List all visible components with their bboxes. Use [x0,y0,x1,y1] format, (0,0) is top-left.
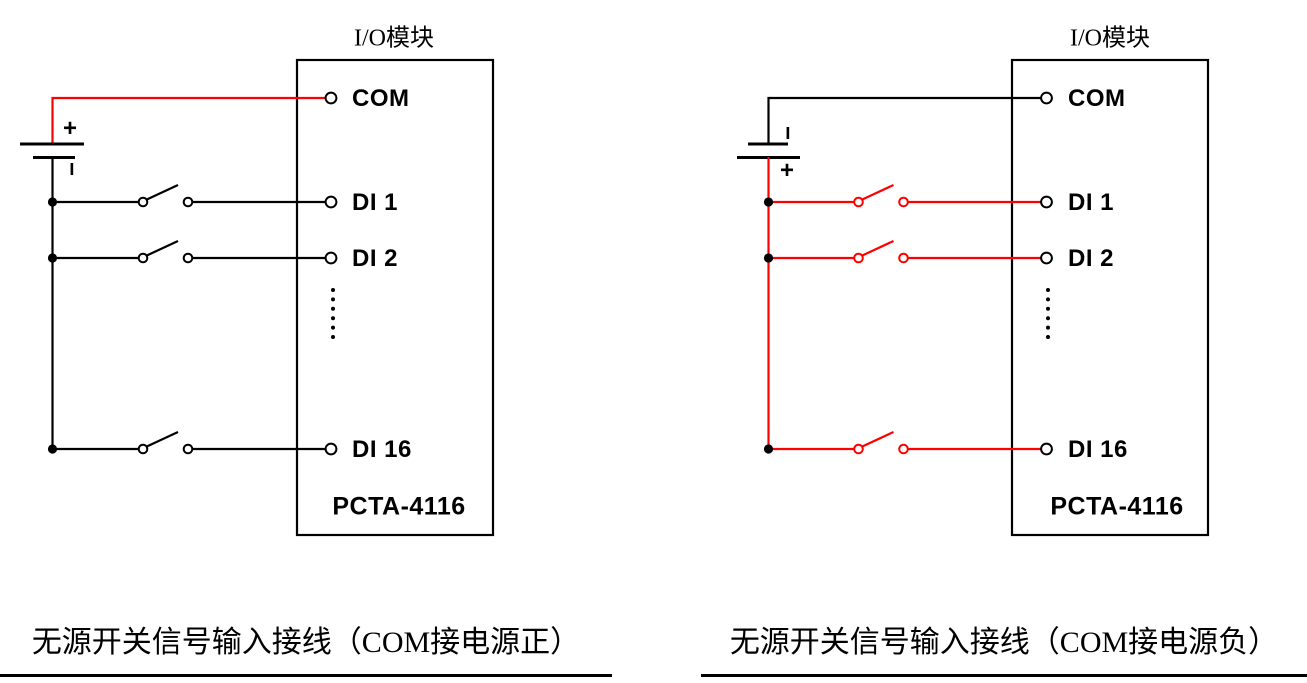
left-battery-minus-sign: − [58,161,85,177]
terminal-circle-di1 [1040,195,1053,209]
right-terminal-label-di2: DI 2 [1068,245,1115,272]
di1-switch-blade [146,184,179,201]
di1-switch-icon [137,196,149,208]
left-diagram [20,58,495,537]
right-caption: 无源开关信号输入接线（COM接电源负） [729,626,1279,659]
terminal-circle-di16 [1040,442,1053,456]
io-module-box [1010,58,1210,537]
di16-switch-blade [146,431,179,448]
di2-switch-blade [146,240,179,257]
io-module-box [295,58,495,537]
di16-switch-icon [137,443,149,455]
com-wire-red [51,96,326,143]
di1-switch-blade [861,184,894,201]
junction-dot [763,253,774,263]
left-terminal-label-di1: DI 1 [352,189,399,216]
switch-contacts-red [853,196,909,455]
left-terminal-label-di2: DI 2 [352,245,399,272]
ellipsis-dots-icon [1046,288,1050,339]
right-module-model: PCTA-4116 [1050,492,1184,521]
right-battery-plus-sign: + [779,157,795,184]
right-terminal-label-di16: DI 16 [1068,436,1128,463]
right-terminal-label-di1: DI 1 [1068,189,1115,216]
left-terminal-label-com: COM [352,85,410,112]
right-diagram [737,58,1210,537]
terminal-circles [324,91,338,456]
di16-switch-icon [898,443,909,455]
terminal-circle-di16 [324,442,338,456]
terminal-circle-di2 [324,251,338,265]
junction-dot [763,444,774,454]
junction-dots [763,197,774,454]
junction-dot [763,197,774,207]
terminal-circle-di2 [1040,251,1053,265]
left-caption: 无源开关信号输入接线（COM接电源正） [31,626,581,659]
left-module-title: I/O模块 [354,25,434,52]
switch-contacts [137,196,194,455]
terminal-circles [1040,91,1053,456]
di2-switch-icon [137,252,149,264]
di2-switch-icon [182,252,194,264]
com-wire-black [767,96,1042,143]
di2-switch-icon [898,252,909,264]
right-module-title: I/O模块 [1070,25,1150,52]
ellipsis-dots-icon [331,288,335,339]
junction-dots [47,197,58,454]
terminal-circle-com [1040,91,1053,105]
left-battery-plus-sign: + [62,115,78,142]
di2-switch-icon [853,252,864,264]
terminal-circle-di1 [324,195,338,209]
di1-switch-icon [898,196,909,208]
di2-switch-blade [861,240,894,257]
di-rows [52,184,326,451]
right-caption-underline [701,674,1307,677]
left-module-model: PCTA-4116 [332,492,466,521]
di1-switch-icon [182,196,194,208]
di16-switch-icon [853,443,864,455]
junction-dot [47,444,58,454]
battery-icon [20,142,84,449]
di1-switch-icon [853,196,864,208]
junction-dot [47,197,58,207]
terminal-circle-com [324,91,338,105]
right-terminal-label-com: COM [1068,85,1126,112]
left-terminal-label-di16: DI 16 [352,436,412,463]
battery-icon [737,142,800,449]
junction-dot [47,253,58,263]
di16-switch-blade [861,431,894,448]
di16-switch-icon [182,443,194,455]
di-rows-red [768,184,1042,451]
right-battery-minus-sign: − [774,125,801,141]
left-caption-underline [0,674,612,677]
